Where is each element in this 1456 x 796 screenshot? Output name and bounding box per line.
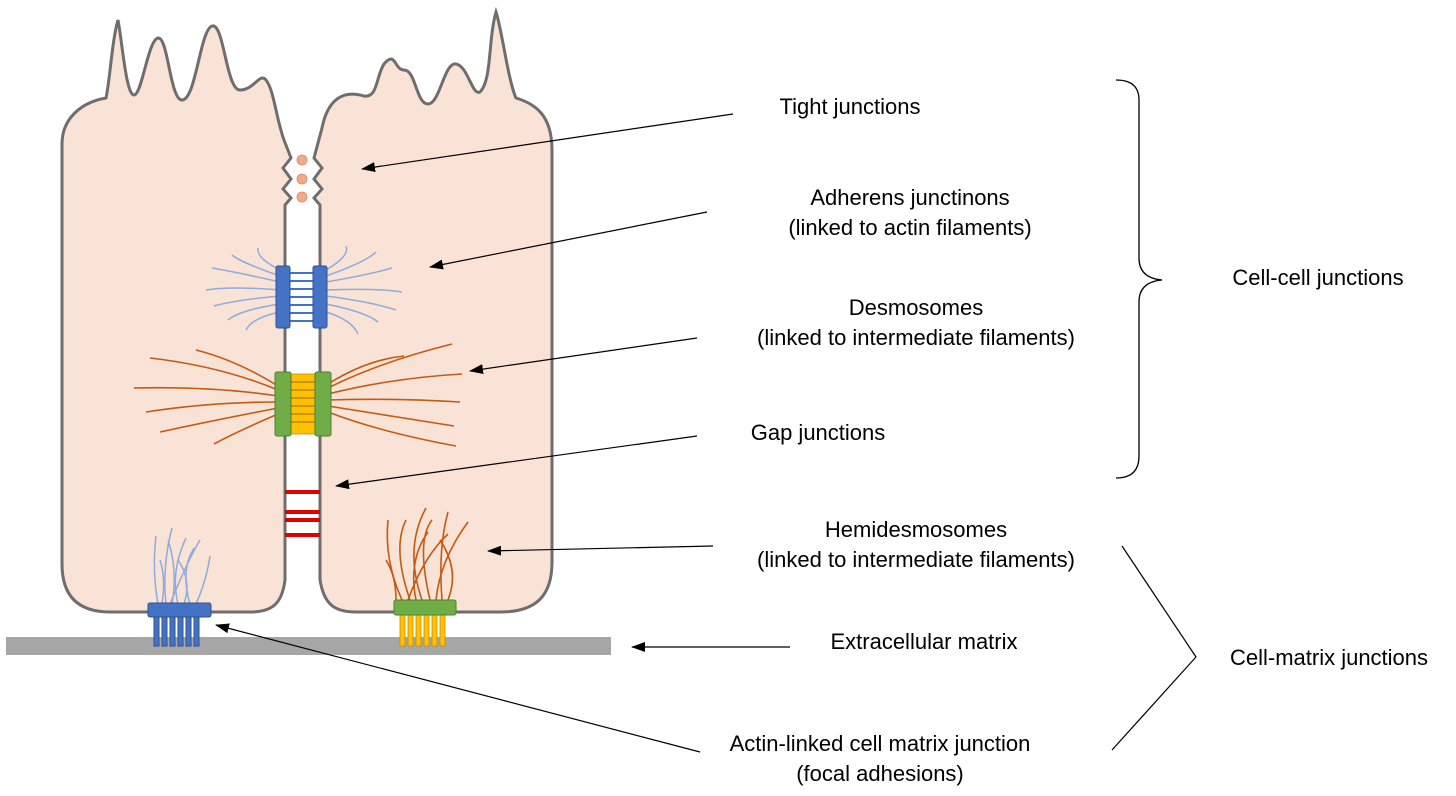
annotation-arrows	[215, 113, 790, 753]
arrow-hemidesmosomes	[487, 545, 714, 556]
label-desmosomes-title: Desmosomes	[848, 295, 984, 320]
left-cell	[60, 19, 293, 614]
label-gap-junctions: Gap junctions	[750, 420, 886, 445]
tight-junction-dots	[296, 154, 308, 203]
desmosome-core	[288, 373, 317, 435]
desmosome	[133, 343, 463, 447]
label-adherens-junctions: Adherens junctinons (linked to actin fil…	[740, 183, 1080, 243]
intermediate-filaments-hemidesmosome	[385, 507, 469, 601]
label-adherens-title: Adherens junctinons	[810, 185, 1010, 210]
group-label-cell-cell: Cell-cell junctions	[1232, 265, 1404, 290]
arrow-adherens	[429, 211, 708, 270]
label-desmosomes: Desmosomes (linked to intermediate filam…	[716, 293, 1116, 353]
focal-adhesion-plaque	[147, 602, 212, 618]
arrow-focal	[215, 623, 701, 753]
label-hemidesmosomes-title: Hemidesmosomes	[824, 517, 1008, 542]
gap-junctions	[285, 490, 320, 537]
cell-matrix-bracket	[1111, 545, 1197, 751]
desmosome-plaque-left	[274, 371, 292, 437]
actin-filaments-focal	[153, 527, 211, 605]
label-hemidesmosomes: Hemidesmosomes (linked to intermediate f…	[716, 515, 1116, 575]
label-extracellular-matrix: Extracellular matrix	[830, 629, 1018, 654]
integrins-focal	[153, 611, 200, 647]
label-focal-sub: (focal adhesions)	[796, 761, 964, 786]
adherens-plaque-left	[275, 265, 291, 329]
hemidesmosome	[385, 507, 469, 647]
intermediate-filaments-desmosome	[133, 343, 463, 447]
adherens-junction	[205, 245, 403, 335]
adherens-plaque-right	[312, 265, 328, 329]
label-focal-title: Actin-linked cell matrix junction	[729, 731, 1031, 756]
desmosome-plaque-right	[314, 371, 332, 437]
group-label-cell-matrix: Cell-matrix junctions	[1229, 645, 1429, 670]
label-adherens-sub: (linked to actin filaments)	[788, 215, 1032, 240]
label-tight-junctions: Tight junctions	[779, 94, 921, 119]
arrow-gap	[335, 435, 698, 490]
desmosome-linkers	[289, 381, 316, 423]
label-focal-adhesions: Actin-linked cell matrix junction (focal…	[690, 729, 1070, 789]
extracellular-matrix-band	[6, 637, 611, 655]
arrow-tight	[361, 113, 734, 173]
focal-adhesion	[147, 527, 212, 647]
hemidesmosome-plaque	[393, 599, 457, 616]
right-cell	[312, 6, 554, 614]
cell-cell-brace	[1115, 79, 1163, 479]
actin-filaments	[205, 245, 403, 335]
label-hemidesmosomes-sub: (linked to intermediate filaments)	[757, 547, 1075, 572]
arrow-desmosomes	[469, 337, 698, 375]
label-desmosomes-sub: (linked to intermediate filaments)	[757, 325, 1075, 350]
adherens-linkers	[288, 272, 314, 322]
